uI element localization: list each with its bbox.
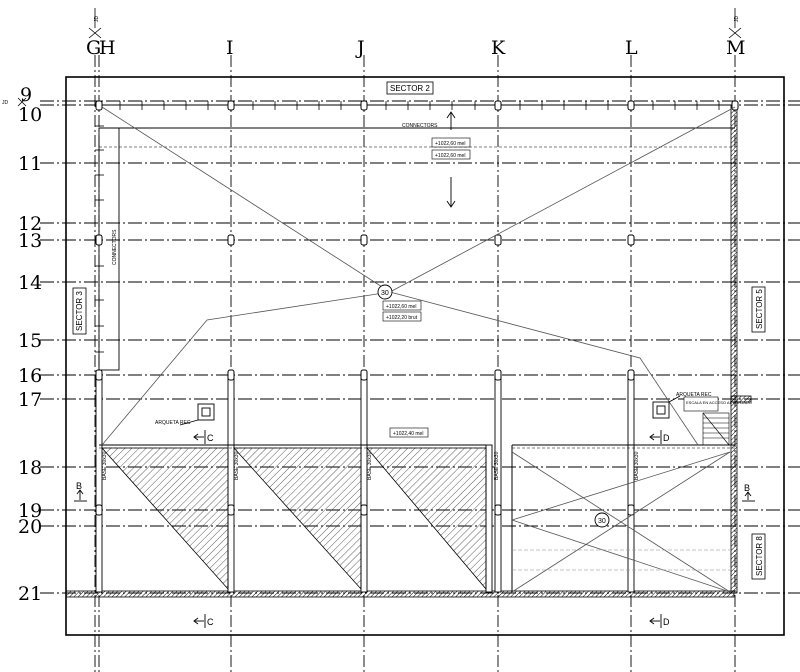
col-label-j: J: [355, 37, 365, 59]
sector-right-upper-label: SECTOR 5: [755, 289, 764, 329]
slope-right-label: 30: [598, 518, 606, 525]
level-center-1: +1022,60 mel: [386, 304, 416, 310]
row-label-18: 18: [18, 457, 42, 479]
col-marker-left: JD: [94, 16, 100, 23]
section-marks: [74, 430, 755, 628]
section-c-bottom: C: [207, 617, 214, 627]
bottom-wall: [65, 590, 735, 598]
hatched-ramps: [101, 447, 487, 591]
level-top-box-1: [431, 137, 471, 148]
row-label-12: 12: [18, 213, 42, 235]
level-center-2: +1022,20 brut: [386, 315, 418, 321]
section-d-bottom: D: [663, 617, 670, 627]
row-label-10: 10: [18, 104, 42, 126]
level-top-1: +1022,60 mel: [435, 141, 465, 147]
inner-walls: [95, 371, 635, 593]
level-mid: +1022,40 mel: [393, 431, 423, 437]
row-label-19: 19: [18, 500, 42, 522]
sector-top-box: [386, 81, 434, 95]
top-beam-ticks: [119, 101, 720, 110]
level-top-box-2: [431, 149, 471, 160]
col-label-g: G: [86, 37, 101, 59]
column-axes: [94, 55, 736, 672]
row-label-14: 14: [18, 272, 42, 294]
sector-left-box: [72, 287, 87, 335]
row-label-16: 16: [18, 365, 42, 387]
row-label-15: 15: [18, 330, 42, 352]
right-wall: [730, 104, 738, 594]
row-label-20: 20: [18, 516, 42, 538]
stair-note-box: [683, 396, 719, 412]
arqueta-right-label: ARQUETA REC: [676, 392, 712, 398]
svg-text:BASE 30x30: BASE 30x30: [367, 451, 373, 480]
left-connector-strip: [98, 127, 120, 371]
col-label-m: M: [726, 37, 745, 59]
section-b-left: B: [76, 481, 82, 491]
sector-right-upper-box: [751, 286, 766, 333]
section-c-top: C: [207, 433, 214, 443]
stair-note: ESCALA EN ACCESO AL FORJADO: [686, 400, 752, 405]
connectors-top-label: CONNECTORS: [402, 123, 438, 129]
row-labels: 9 10 11 12 13 14 15 16 17 18 19 20 21: [18, 84, 42, 605]
row-axes: [40, 100, 800, 594]
slope-lines: [101, 106, 736, 593]
section-d-top: D: [663, 433, 670, 443]
col-label-h: H: [99, 37, 116, 59]
arqueta-right: [652, 395, 681, 419]
row-label-11: 11: [18, 153, 42, 175]
pillar-tags: BASE 30x30 BASE 30x30 BASE 30x30 BASE 30…: [102, 451, 640, 480]
arqueta-left: [179, 403, 215, 426]
pillars: [95, 100, 739, 516]
flow-arrows: [446, 111, 456, 208]
row-label-21: 21: [18, 583, 42, 605]
col-label-l: L: [625, 37, 638, 59]
col-label-k: K: [491, 37, 506, 59]
slope-center-label: 30: [381, 290, 389, 297]
hidden-lines: [512, 549, 730, 571]
level-center-box-2: [382, 311, 422, 322]
section-b-right: B: [744, 483, 750, 493]
connectors-left-label: CONNECTORS: [112, 229, 118, 265]
svg-text:BASE 30x30: BASE 30x30: [102, 451, 108, 480]
sector-right-lower-box: [751, 533, 766, 580]
svg-text:BASE 30x30: BASE 30x30: [234, 451, 240, 480]
row-marker: [17, 97, 27, 107]
slope-marker-right: [594, 512, 610, 528]
column-labels: G H I J K L M: [86, 37, 745, 59]
stair: [702, 412, 730, 446]
row-label-13: 13: [18, 230, 42, 252]
sector-left-label: SECTOR 3: [75, 291, 84, 331]
slope-marker-center: [377, 284, 393, 300]
level-top-2: +1022,60 mel: [435, 153, 465, 159]
right-wall-stub: [730, 395, 752, 403]
sector-right-lower-label: SECTOR 8: [755, 536, 764, 576]
svg-text:BASE 30x30: BASE 30x30: [494, 451, 500, 480]
level-mid-box: [389, 427, 429, 438]
svg-text:BASE 30x30: BASE 30x30: [634, 451, 640, 480]
column-markers: [88, 8, 742, 39]
sector-top-label: SECTOR 2: [390, 84, 430, 93]
col-marker-right: JD: [734, 16, 740, 23]
row-marker-text: JD: [2, 100, 9, 106]
level-center-box-1: [382, 300, 422, 311]
col-label-i: I: [226, 37, 234, 59]
arqueta-left-label: ARQUETA REC: [155, 420, 191, 426]
left-wall-ticks: [95, 125, 104, 353]
row-label-17: 17: [18, 389, 42, 411]
outer-frame: [65, 76, 785, 636]
